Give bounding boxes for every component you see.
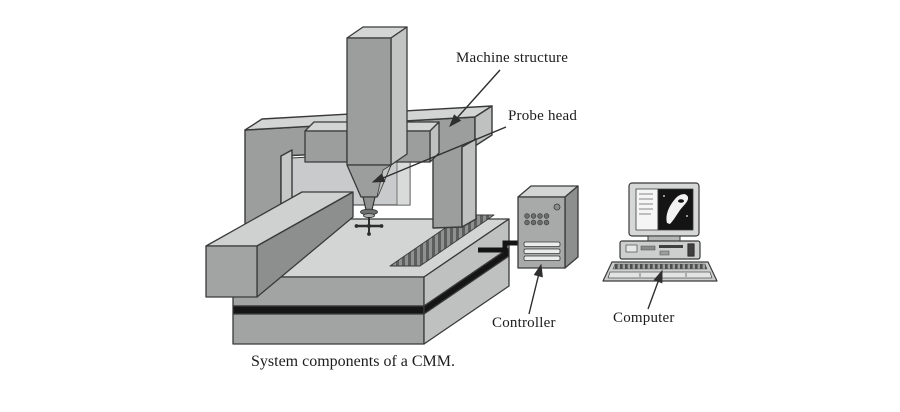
axis-scale-strip bbox=[389, 214, 495, 267]
drive-slot bbox=[659, 245, 683, 248]
computer-label: Computer bbox=[613, 310, 675, 326]
probe-head-cone bbox=[362, 196, 376, 211]
monitor-stand bbox=[647, 235, 681, 242]
beam-end-cap bbox=[474, 105, 493, 147]
controller-arrow bbox=[528, 263, 543, 315]
probe-head-label: Probe head bbox=[508, 108, 578, 124]
carriage-left-wing bbox=[304, 130, 348, 163]
machine-controller-cable bbox=[478, 240, 519, 253]
base-stripe-front bbox=[232, 305, 425, 315]
desktop-computer bbox=[602, 182, 718, 282]
floppy-slot bbox=[640, 245, 656, 251]
power-switch bbox=[687, 243, 695, 257]
stylus-ball-tips bbox=[354, 223, 384, 236]
controller-vents bbox=[523, 241, 561, 261]
screen-speck bbox=[663, 195, 665, 197]
guide-rail bbox=[205, 191, 354, 298]
controller-tower bbox=[517, 185, 579, 269]
controller-label: Controller bbox=[492, 315, 556, 331]
screen-menu-lines bbox=[639, 193, 653, 215]
probe-assembly bbox=[354, 196, 384, 236]
column-front-face bbox=[346, 37, 392, 166]
figure-caption: System components of a CMM. bbox=[251, 353, 455, 370]
case-button bbox=[659, 250, 670, 256]
screen-speck bbox=[686, 215, 688, 217]
z-column-assembly bbox=[304, 26, 440, 198]
screen-part-hole bbox=[678, 199, 684, 203]
keyboard-key-row bbox=[612, 263, 708, 270]
computer-arrow bbox=[647, 269, 663, 310]
machine-structure-arrow bbox=[449, 69, 501, 128]
column-side-face bbox=[390, 26, 408, 166]
case-badge bbox=[625, 244, 638, 253]
rail-front-face bbox=[205, 245, 258, 298]
right-leg-side bbox=[461, 138, 477, 228]
controller-button-grid bbox=[524, 213, 550, 226]
machine-structure-label: Machine structure bbox=[456, 50, 569, 66]
machine-base bbox=[232, 214, 510, 345]
base-slab-front bbox=[232, 313, 425, 345]
controller-power-light bbox=[553, 203, 561, 211]
controller-side-face bbox=[564, 185, 579, 269]
base-slab-side bbox=[423, 255, 510, 345]
probe-head-arrow bbox=[371, 126, 507, 183]
